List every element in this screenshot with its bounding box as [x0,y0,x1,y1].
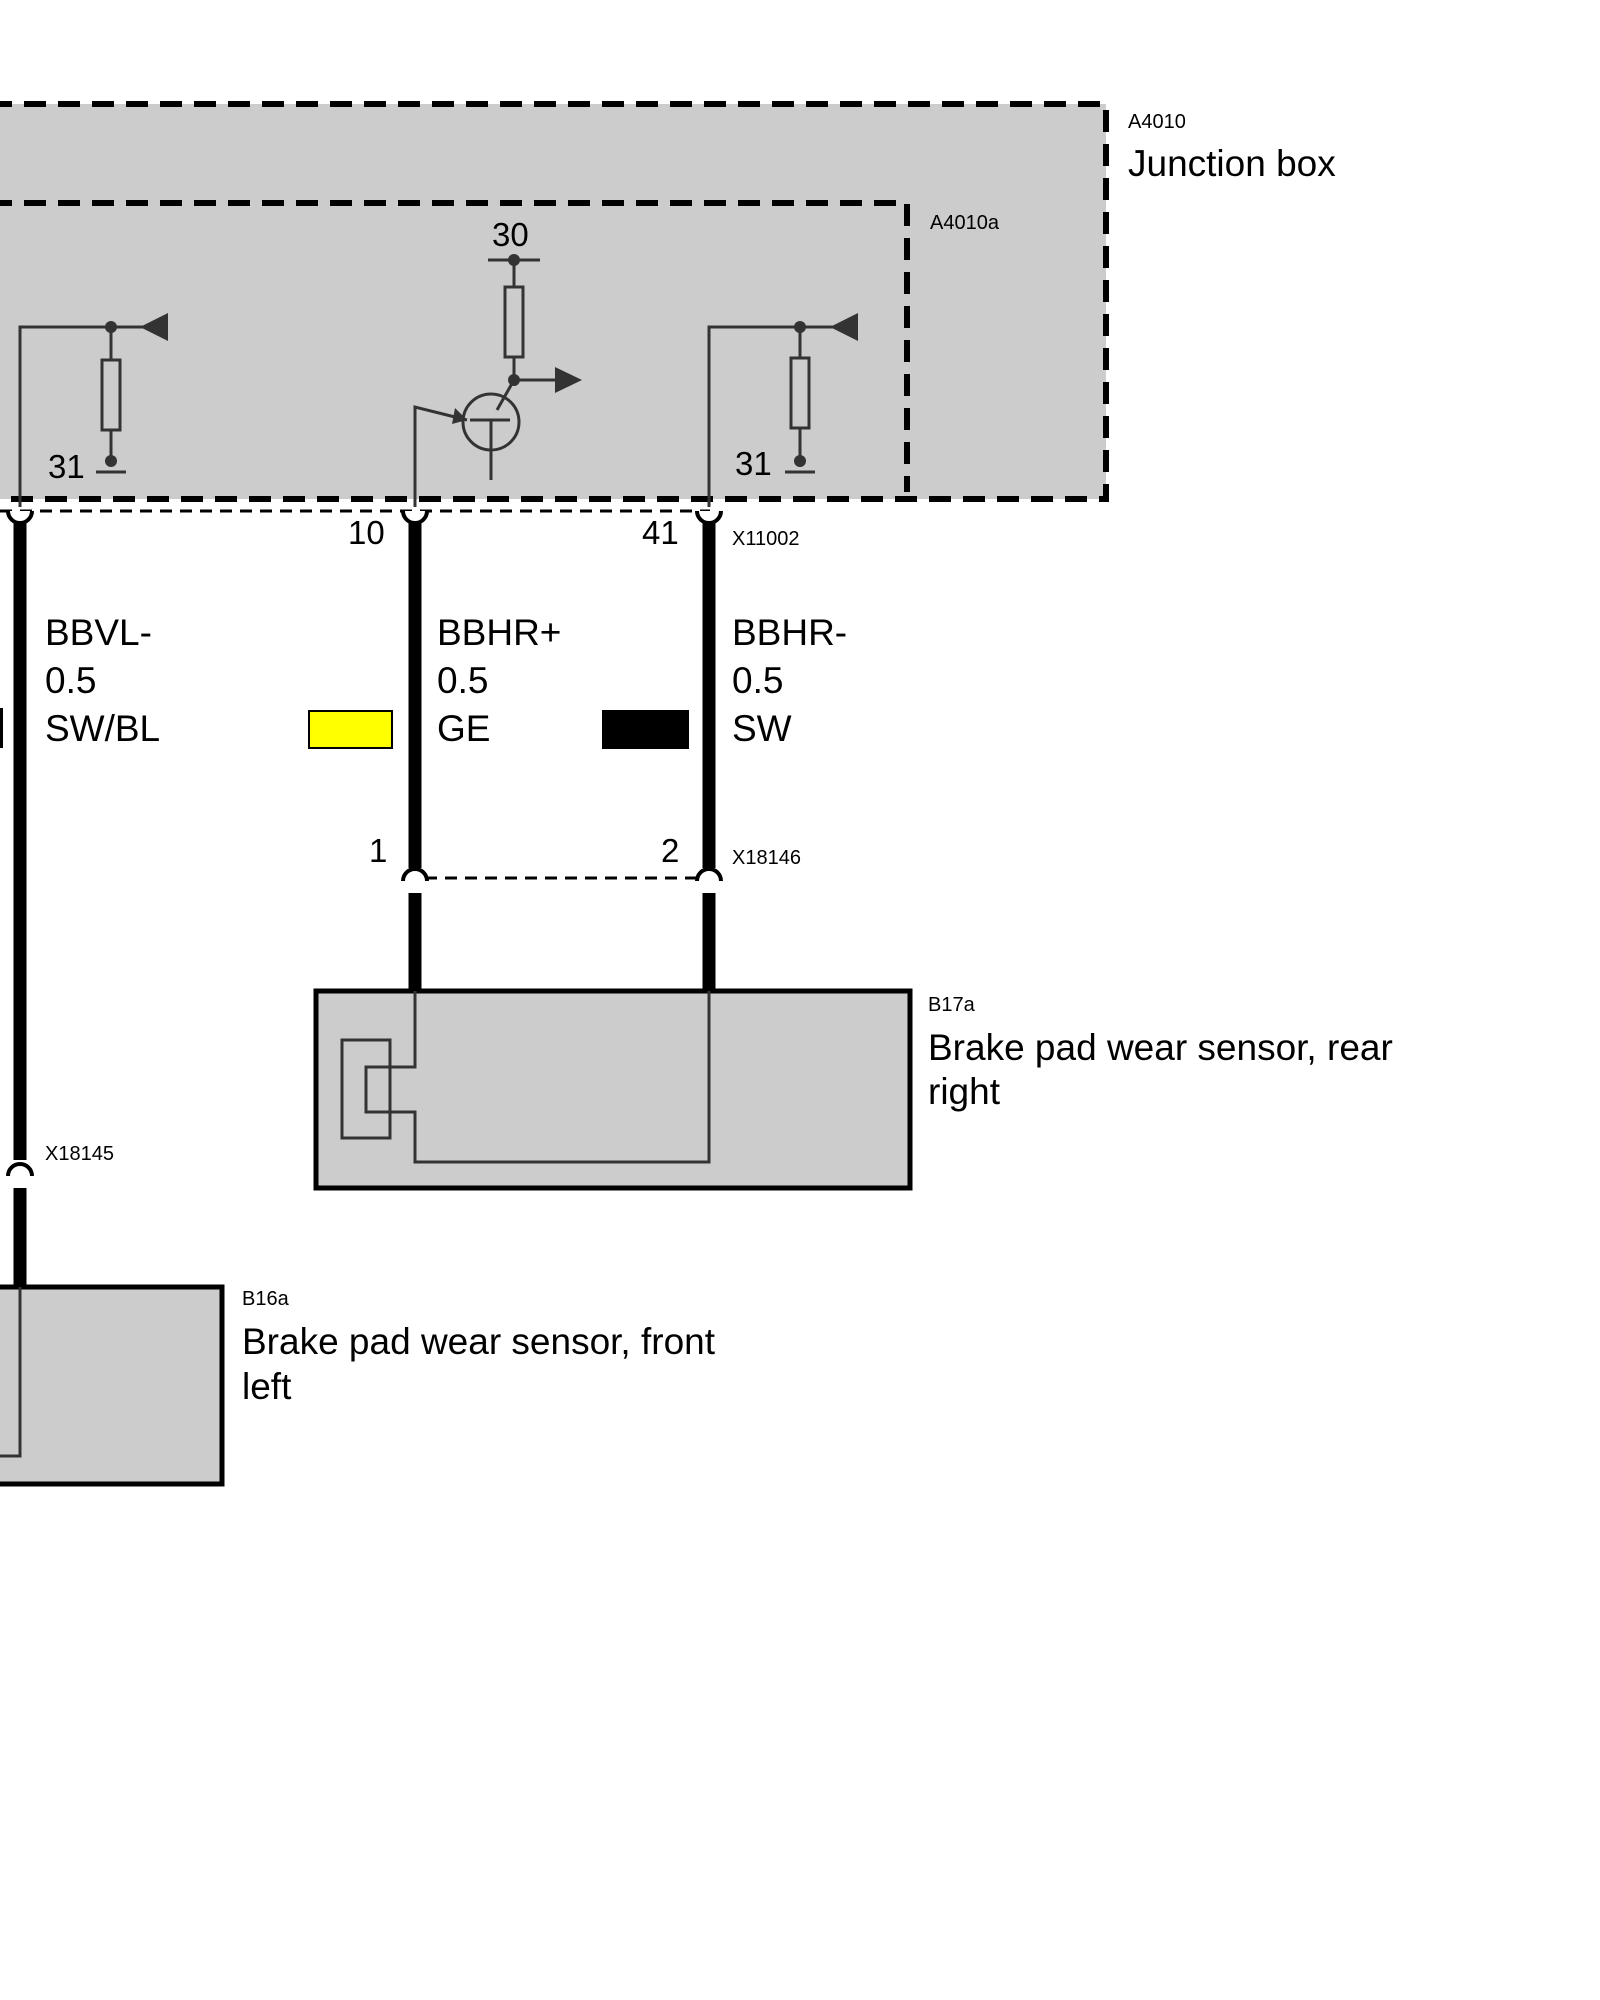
connector-x18145: X18145 [45,1143,114,1165]
terminal-31-left: 31 [48,448,85,485]
wires [13,515,716,1290]
terminal-31-right: 31 [735,445,772,482]
transistor-circuit [413,254,582,507]
right-ground-resistor [707,313,858,507]
connector-x11002: X11002 [732,528,799,550]
junction-box-a4010a [0,200,910,492]
junction-box-ref: A4010 [1128,111,1186,133]
wire-bbvl-gauge: 0.5 [45,660,96,701]
left-ground-resistor [18,313,168,507]
pin-markers [6,510,723,1177]
rear-sensor-b17a [313,988,913,1191]
wire-bbhr-plus-gauge: 0.5 [437,660,488,701]
wire-bbhr-minus-signal: BBHR- [732,612,847,653]
junction-box-a4010 [0,101,1109,502]
wire-bbhr-minus-color: SW [732,708,792,749]
rear-sensor-name-line1: Brake pad wear sensor, rear [928,1027,1393,1068]
rear-sensor-name-line2: right [928,1071,1001,1112]
wire-bbhr-plus-color: GE [437,708,490,749]
connector-x18146: X18146 [732,847,801,869]
wire-bbvl-color: SW/BL [45,708,160,749]
pin-2: 2 [661,832,679,869]
rear-sensor-ref: B17a [928,994,976,1016]
wire-bbvl-signal: BBVL- [45,612,152,653]
front-sensor-name-line1: Brake pad wear sensor, front [242,1321,716,1362]
terminal-30: 30 [492,216,529,253]
pin-10: 10 [348,514,385,551]
junction-box-name: Junction box [1128,143,1336,184]
pin-1: 1 [369,832,387,869]
wire-bbhr-plus-signal: BBHR+ [437,612,561,653]
pin-41: 41 [642,514,679,551]
junction-box-sub-ref: A4010a [930,212,1000,234]
front-sensor-name-line2: left [242,1366,292,1407]
front-sensor-b16a [0,1284,225,1487]
wire-bbhr-minus-gauge: 0.5 [732,660,783,701]
wire-swatch-bbhr-minus [602,710,689,749]
front-sensor-ref: B16a [242,1288,290,1310]
wire-swatch-bbhr-plus [308,710,393,749]
wire-swatch-bbvl [0,708,3,748]
